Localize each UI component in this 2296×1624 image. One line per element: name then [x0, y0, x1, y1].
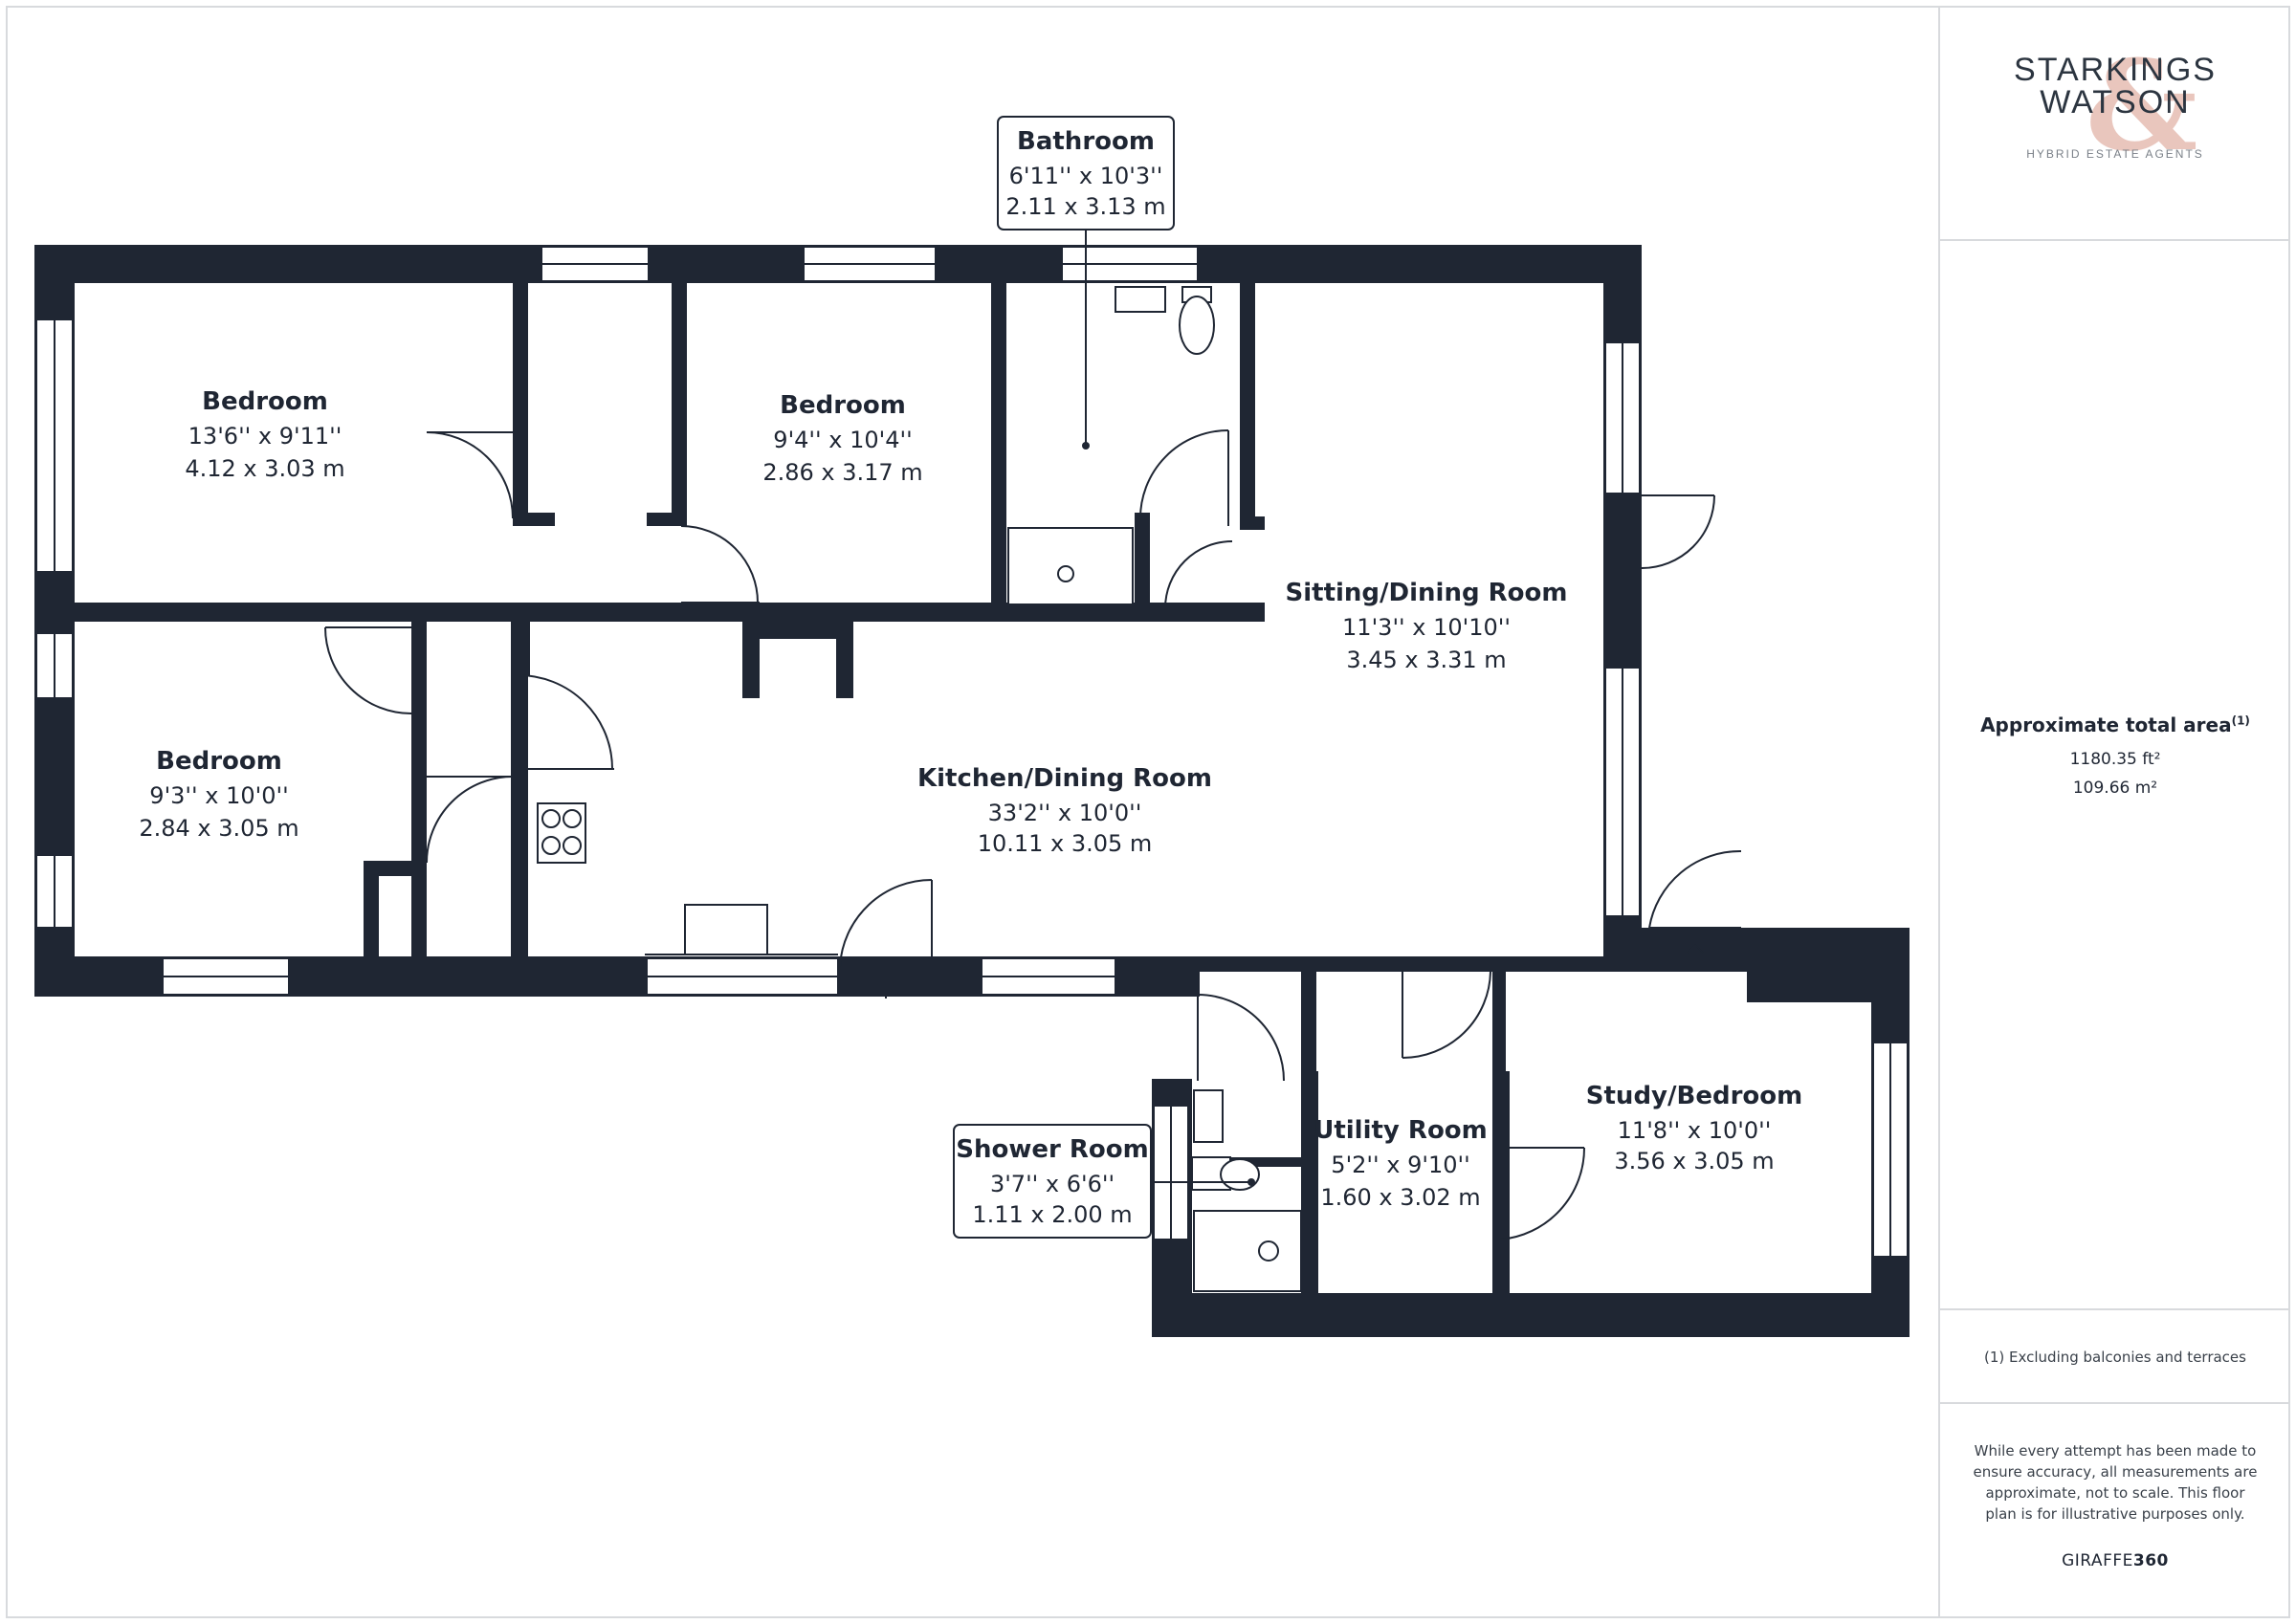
room-label-bedroom-1: Bedroom 13'6'' x 9'11'' 4.12 x 3.03 m [185, 387, 344, 482]
info-sidebar: & STARKINGS WATSON HYBRID ESTATE AGENTS … [1938, 6, 2290, 1618]
utility-metric: 1.60 x 3.02 m [1320, 1184, 1480, 1211]
room-label-study-bedroom: Study/Bedroom 11'8'' x 10'0'' 3.56 x 3.0… [1586, 1082, 1802, 1174]
room-label-bedroom-2: Bedroom 9'4'' x 10'4'' 2.86 x 3.17 m [762, 391, 922, 486]
logo-tagline: HYBRID ESTATE AGENTS [2026, 147, 2204, 161]
sitting-dining-name: Sitting/Dining Room [1286, 579, 1568, 607]
room-label-sitting-dining: Sitting/Dining Room 11'3'' x 10'10'' 3.4… [1286, 579, 1568, 673]
disclaimer: While every attempt has been made to ens… [1973, 1442, 2258, 1523]
divider [1940, 1308, 2290, 1310]
area-footnote: (1) Excluding balconies and terraces [1984, 1349, 2246, 1366]
area-metric: 109.66 m² [2072, 779, 2158, 798]
logo-line-2: WATSON [2040, 84, 2191, 121]
study-bedroom-imperial: 11'8'' x 10'0'' [1618, 1117, 1772, 1144]
room-label-kitchen-dining: Kitchen/Dining Room 33'2'' x 10'0'' 10.1… [917, 764, 1212, 857]
bedroom-3-name: Bedroom [156, 747, 282, 776]
sitting-dining-imperial: 11'3'' x 10'10'' [1342, 614, 1511, 641]
agency-logo: & STARKINGS WATSON HYBRID ESTATE AGENTS [1940, 44, 2290, 168]
bedroom-1-name: Bedroom [202, 387, 328, 416]
area-imperial: 1180.35 ft² [2069, 750, 2161, 769]
entrance-arrow-icon [877, 943, 1704, 999]
bedroom-3-imperial: 9'3'' x 10'0'' [149, 782, 288, 809]
divider [1940, 1402, 2290, 1404]
bedroom-2-metric: 2.86 x 3.17 m [762, 459, 922, 486]
bedroom-2-name: Bedroom [780, 391, 906, 420]
bedroom-1-metric: 4.12 x 3.03 m [185, 455, 344, 482]
utility-imperial: 5'2'' x 9'10'' [1331, 1152, 1469, 1178]
bathroom-metric: 2.11 x 3.13 m [1005, 193, 1165, 220]
bathroom-name: Bathroom [1017, 127, 1155, 156]
shower-room-name: Shower Room [956, 1135, 1148, 1164]
shower-room-metric: 1.11 x 2.00 m [972, 1201, 1132, 1228]
total-area: Approximate total area(1) 1180.35 ft² 10… [1940, 713, 2290, 798]
kitchen-dining-imperial: 33'2'' x 10'0'' [988, 800, 1142, 826]
divider [1940, 239, 2290, 241]
bedroom-2-imperial: 9'4'' x 10'4'' [773, 427, 912, 453]
sitting-dining-metric: 3.45 x 3.31 m [1346, 647, 1506, 673]
kitchen-dining-name: Kitchen/Dining Room [917, 764, 1212, 793]
shower-room-callout: Shower Room 3'7'' x 6'6'' 1.11 x 2.00 m [953, 1124, 1255, 1239]
bedroom-3-metric: 2.84 x 3.05 m [139, 815, 298, 842]
shower-room-imperial: 3'7'' x 6'6'' [990, 1171, 1115, 1197]
fixtures [537, 286, 1302, 1292]
bathroom-callout: Bathroom 6'11'' x 10'3'' 2.11 x 3.13 m [997, 116, 1175, 450]
doors [324, 429, 1742, 1240]
utility-name: Utility Room [1314, 1116, 1488, 1145]
floor-plan: Bathroom 6'11'' x 10'3'' 2.11 x 3.13 m S… [34, 116, 1910, 1337]
logo-line-1: STARKINGS [2014, 52, 2217, 88]
ampersand-logo-icon: & [2086, 33, 2198, 179]
bedroom-1-imperial: 13'6'' x 9'11'' [188, 423, 342, 450]
giraffe360-credit: GIRAFFE360 [2062, 1551, 2169, 1570]
room-label-utility: Utility Room 5'2'' x 9'10'' 1.60 x 3.02 … [1314, 1116, 1488, 1211]
study-bedroom-metric: 3.56 x 3.05 m [1614, 1148, 1774, 1174]
page-frame [6, 6, 2290, 1618]
bathroom-imperial: 6'11'' x 10'3'' [1009, 163, 1163, 189]
windows [35, 246, 1909, 1258]
study-bedroom-name: Study/Bedroom [1586, 1082, 1802, 1110]
area-title: Approximate total area(1) [1980, 713, 2250, 736]
room-label-bedroom-3: Bedroom 9'3'' x 10'0'' 2.84 x 3.05 m [139, 747, 298, 842]
kitchen-dining-metric: 10.11 x 3.05 m [978, 830, 1153, 857]
